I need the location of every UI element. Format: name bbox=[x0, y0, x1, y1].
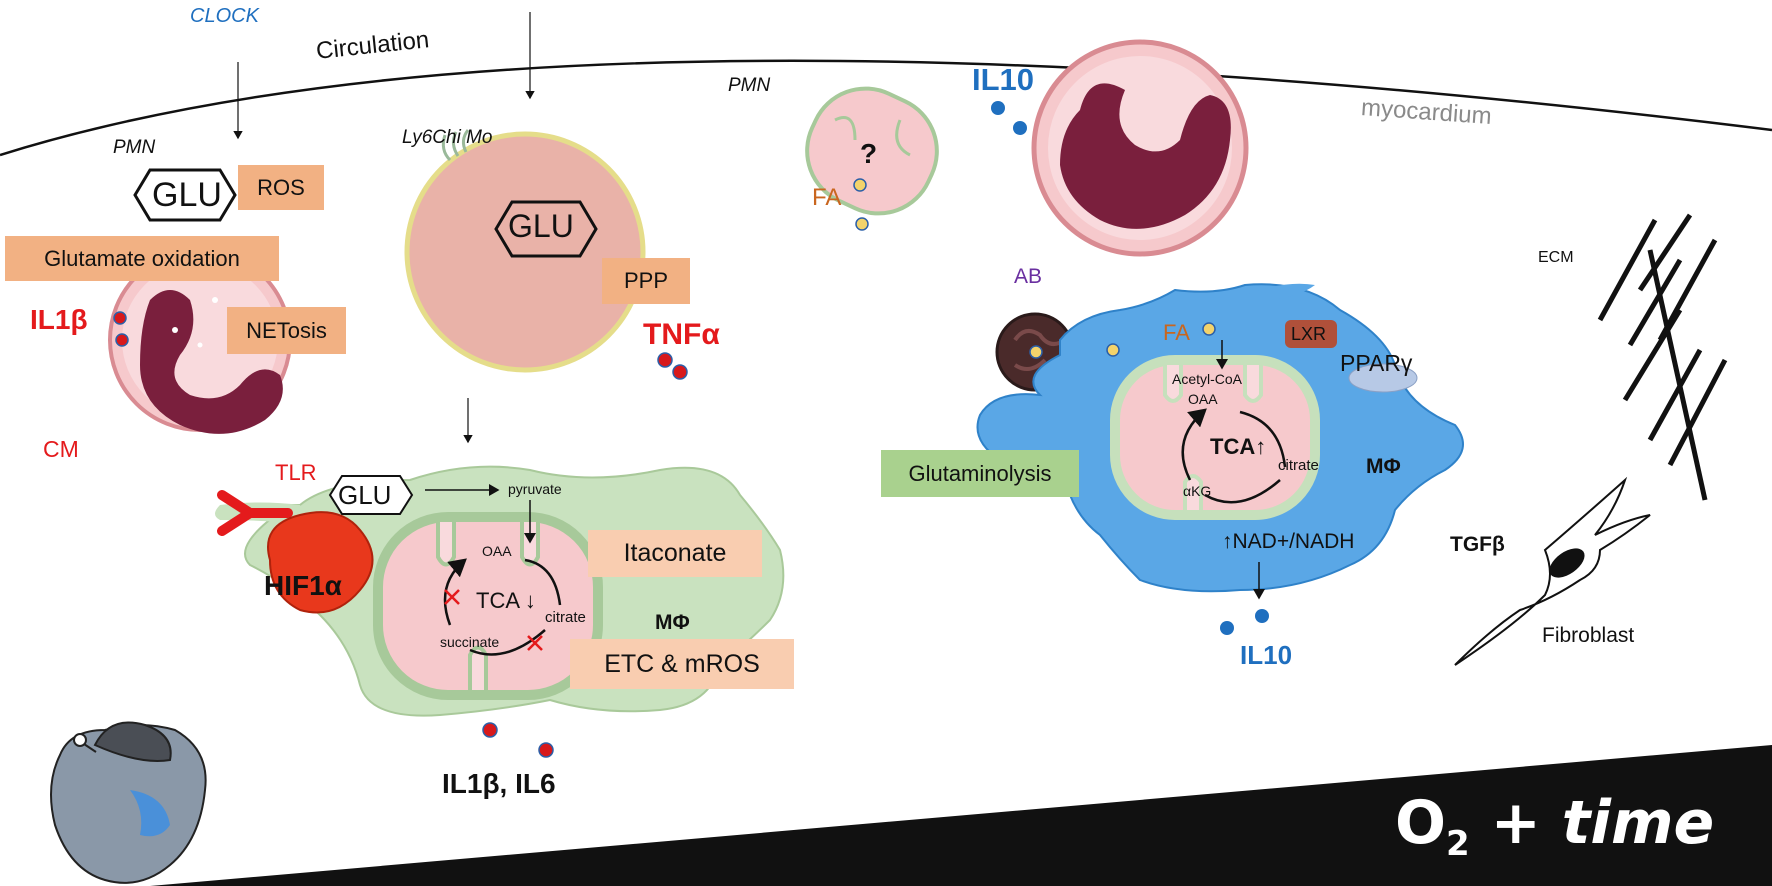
mphi-right-label: MΦ bbox=[1366, 455, 1401, 478]
tca-cycle-arrows-down bbox=[443, 560, 562, 656]
neutrophil-right bbox=[1031, 39, 1249, 257]
cytokine-dots-blue bbox=[991, 101, 1269, 635]
il1b-il6-label: IL1β, IL6 bbox=[442, 768, 556, 799]
hif1a-blob bbox=[267, 511, 374, 614]
glu-hexagon-monocyte bbox=[494, 200, 598, 258]
itaconate-box: Itaconate bbox=[588, 530, 762, 577]
inhibition-cross-2 bbox=[527, 635, 543, 651]
cytokine-dots-red bbox=[113, 311, 688, 758]
tlr-receptor bbox=[217, 490, 293, 536]
glu-hexagon-neutrophil bbox=[133, 168, 237, 222]
glu-macrophage-label: GLU bbox=[338, 480, 392, 510]
il1b-label: IL1β bbox=[30, 304, 88, 335]
heart-icon bbox=[50, 721, 207, 884]
akg-label: αKG bbox=[1183, 483, 1212, 499]
fa-macrophage-label: FA bbox=[1163, 320, 1190, 345]
glutaminolysis-box: Glutaminolysis bbox=[881, 450, 1079, 497]
circulation-boundary bbox=[0, 59, 1772, 157]
glu-monocyte-label: GLU bbox=[508, 208, 574, 244]
ab-label: AB bbox=[1014, 265, 1043, 288]
oaa-right-label: OAA bbox=[1188, 391, 1218, 407]
ecm-label: ECM bbox=[1538, 249, 1574, 266]
cm-label: CM bbox=[43, 436, 79, 462]
mphi-left-label: MΦ bbox=[655, 611, 690, 634]
ecm-fibers bbox=[1597, 213, 1728, 501]
tca-down-label: TCA ↓ bbox=[476, 588, 536, 613]
fibroblast-label: Fibroblast bbox=[1542, 624, 1635, 647]
pmn-left-label: PMN bbox=[113, 137, 156, 158]
il10-bottom-label: IL10 bbox=[1240, 640, 1293, 670]
tgfb-label: TGFβ bbox=[1450, 533, 1505, 556]
lxr-box bbox=[1285, 320, 1337, 348]
neutrophil-left bbox=[108, 248, 292, 434]
fa-pmn-label: FA bbox=[812, 184, 842, 211]
glu-neutrophil-label: GLU bbox=[152, 176, 222, 214]
ly6chi-label: Ly6Chi Mo bbox=[402, 127, 493, 148]
netosis-box: NETosis bbox=[227, 307, 346, 354]
o2-time-label: O2 + time bbox=[1395, 793, 1714, 861]
lxr-label: LXR bbox=[1291, 324, 1327, 344]
oaa-label: OAA bbox=[482, 543, 512, 559]
citrate-label: citrate bbox=[545, 609, 586, 626]
monocyte bbox=[404, 129, 646, 373]
pmn-mid-label: PMN bbox=[728, 75, 771, 96]
pyruvate-label: pyruvate bbox=[508, 481, 562, 497]
ros-box: ROS bbox=[238, 165, 324, 210]
hif1a-label: HIF1α bbox=[264, 570, 342, 601]
ppp-box: PPP bbox=[602, 258, 690, 304]
pparg-label: PPARγ bbox=[1340, 350, 1413, 376]
tlr-label: TLR bbox=[275, 460, 317, 485]
nad-label: ↑NAD+/NADH bbox=[1222, 530, 1355, 553]
il10-top-label: IL10 bbox=[972, 62, 1035, 97]
acetyl-coa-label: Acetyl-CoA bbox=[1172, 371, 1243, 387]
plus-time-text: + time bbox=[1469, 788, 1715, 858]
fibroblast-cell bbox=[1454, 476, 1651, 666]
inhibition-cross-1 bbox=[444, 589, 460, 605]
macrophage-reparative bbox=[976, 283, 1464, 593]
o2-time-wedge bbox=[150, 745, 1772, 886]
clock-label: CLOCK bbox=[190, 5, 259, 27]
glutamate-oxidation-box: Glutamate oxidation bbox=[5, 236, 279, 281]
succinate-label: succinate bbox=[440, 634, 500, 650]
glu-hexagon-macrophage bbox=[328, 475, 414, 515]
pmn-mitochondrion bbox=[805, 86, 939, 231]
question-label: ? bbox=[860, 138, 878, 169]
o2-subscript: 2 bbox=[1446, 824, 1470, 864]
etc-mros-box: ETC & mROS bbox=[570, 639, 794, 689]
tnfa-label: TNFα bbox=[643, 318, 720, 351]
o2-text: O bbox=[1395, 788, 1447, 858]
tca-up-label: TCA↑ bbox=[1210, 434, 1267, 459]
tca-cycle-arrows-up bbox=[1181, 410, 1287, 504]
citrate-right-label: citrate bbox=[1278, 457, 1319, 474]
